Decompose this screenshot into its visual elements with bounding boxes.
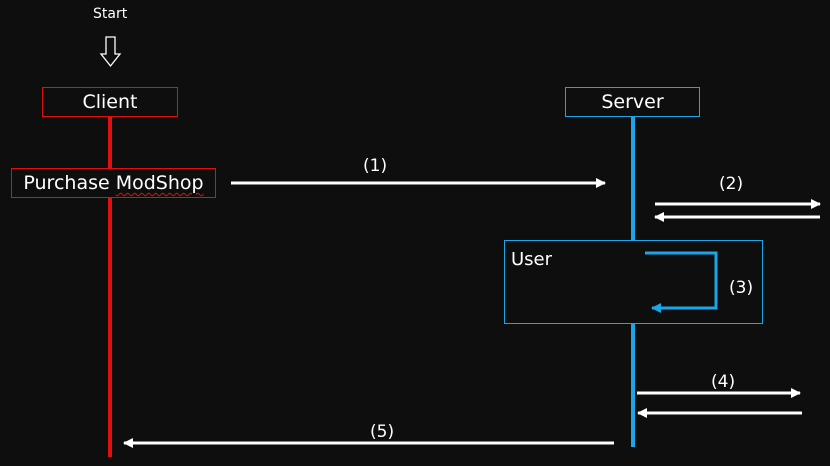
step-label-2: (2) bbox=[719, 174, 744, 194]
step-label-1: (1) bbox=[363, 156, 388, 176]
purchase-label: Purchase bbox=[23, 172, 110, 194]
arrow-step-3-loop bbox=[645, 251, 718, 313]
start-label: Start bbox=[93, 6, 128, 22]
client-participant: Client bbox=[42, 87, 178, 117]
server-participant: Server bbox=[565, 87, 700, 117]
server-label: Server bbox=[601, 91, 664, 113]
user-box: User bbox=[504, 240, 763, 324]
step-label-4: (4) bbox=[711, 372, 736, 392]
start-arrow-icon bbox=[99, 36, 122, 68]
user-label: User bbox=[511, 249, 553, 270]
client-label: Client bbox=[82, 91, 138, 113]
purchase-modshop-box: Purchase ModShop bbox=[11, 168, 216, 198]
modshop-label: ModShop bbox=[115, 172, 204, 194]
step-label-5: (5) bbox=[370, 422, 395, 442]
step-label-3: (3) bbox=[729, 278, 754, 298]
